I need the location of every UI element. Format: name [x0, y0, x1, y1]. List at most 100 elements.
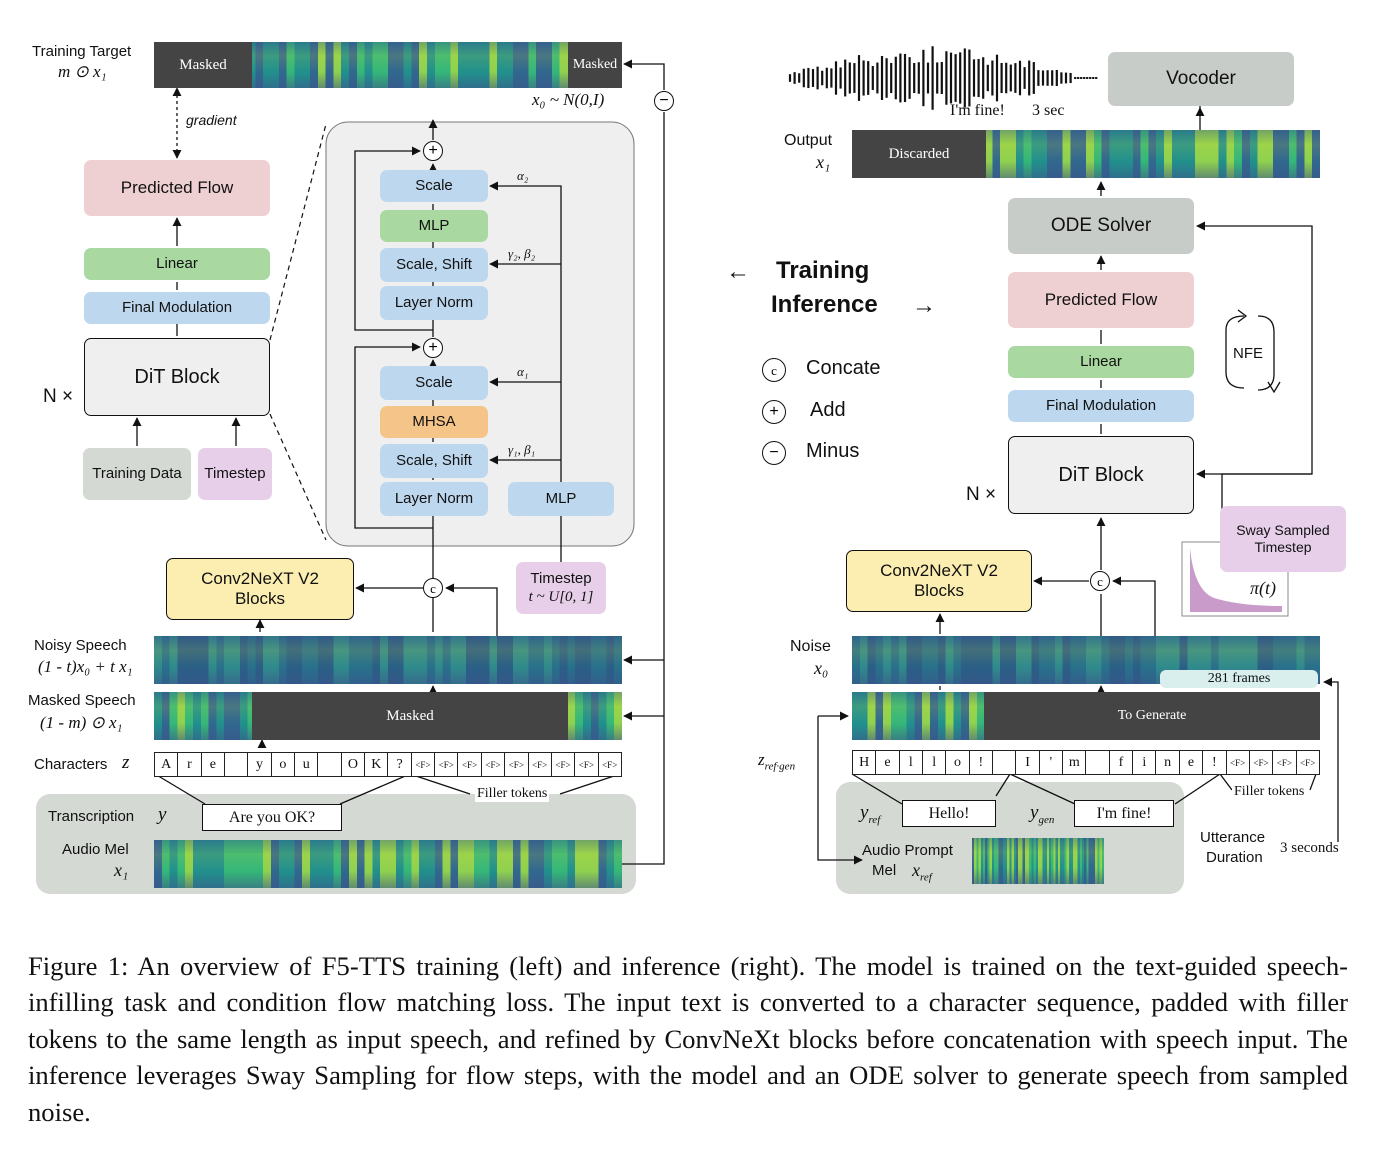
noisy-speech-label: Noisy Speech: [34, 637, 127, 654]
training-character-cell: <F>: [458, 753, 482, 776]
frames-label: 281 frames: [1160, 670, 1318, 688]
inference-conv-blocks-box: Conv2NeXT V2 Blocks: [846, 550, 1032, 612]
three-seconds-label: 3 seconds: [1280, 840, 1339, 856]
training-character-cell: <F>: [505, 753, 529, 776]
duration-label: Duration: [1206, 849, 1263, 866]
masked-right-band: Masked: [568, 42, 622, 88]
y-ref-subscript: ref: [868, 813, 881, 826]
transcription-text-box: Are you OK?: [202, 804, 342, 831]
legend-add-label: Add: [810, 399, 846, 421]
characters-symbol: z: [122, 752, 130, 773]
layer-norm-1-box: Layer Norm: [380, 482, 488, 516]
f5-tts-figure: Masked Masked Masked Discarded 281 frame…: [28, 42, 1346, 894]
training-character-cell: o: [272, 753, 296, 776]
gamma1-beta1-label: γ₁, β₁: [508, 442, 536, 457]
final-modulation-box: Final Modulation: [84, 292, 270, 324]
noise-symbol: x₀: [814, 658, 829, 678]
scale-1-box: Scale: [380, 366, 488, 400]
y-gen-symbol: y: [1030, 802, 1039, 823]
waveform-duration: 3 sec: [1032, 102, 1065, 119]
training-filler-tokens-label: Filler tokens: [475, 786, 550, 802]
legend-minus-label: Minus: [806, 440, 860, 462]
inference-character-cell: I: [1016, 751, 1040, 774]
add-symbol-top: +: [423, 141, 443, 161]
output-label: Output: [784, 132, 833, 149]
n-times-label: N ×: [43, 386, 74, 407]
inference-predicted-flow-box: Predicted Flow: [1008, 272, 1194, 328]
masked-expression: (1 - m) ⊙ x₁: [40, 713, 123, 732]
layer-norm-2-box: Layer Norm: [380, 286, 488, 320]
dit-block-box: DiT Block: [84, 338, 270, 416]
training-character-cell: ?: [388, 753, 412, 776]
masked-left-band: Masked: [154, 42, 252, 88]
audio-mel-symbol: x₁: [114, 860, 129, 880]
concat-symbol: c: [423, 578, 443, 598]
training-target-label: Training Target: [32, 43, 132, 60]
inference-character-cell: ': [1040, 751, 1064, 774]
add-symbol-bottom: +: [423, 338, 443, 358]
training-character-cell: u: [295, 753, 319, 776]
transcription-symbol: y: [158, 804, 167, 825]
ode-solver-box: ODE Solver: [1008, 198, 1194, 254]
discarded-band: Discarded: [852, 130, 986, 178]
training-character-cell: K: [365, 753, 389, 776]
legend-right-arrow: →: [912, 292, 936, 319]
alpha1-label: α₁: [517, 364, 529, 379]
legend-left-arrow: ←: [726, 258, 750, 285]
y-ref-symbol: y: [860, 802, 869, 823]
z-ref-gen-label: zref·gen: [758, 750, 795, 772]
timestep-sample-expr: t ~ U[0, 1]: [528, 589, 594, 605]
inference-character-cell: [1086, 751, 1110, 774]
characters-label: Characters: [34, 756, 108, 773]
training-character-cell: <F>: [552, 753, 576, 776]
masked-speech-band: Masked: [252, 692, 568, 740]
training-character-cell: O: [342, 753, 366, 776]
pi-t-label: π(t): [1250, 578, 1277, 598]
timestep-box: Timestep: [198, 448, 272, 500]
inference-concat-symbol: c: [1090, 571, 1110, 591]
training-character-cell: <F>: [602, 759, 618, 770]
masked-speech-label: Masked Speech: [28, 692, 136, 709]
inference-character-cell: m: [1063, 751, 1087, 774]
scale-shift-1-box: Scale, Shift: [380, 444, 488, 478]
noisy-expression: (1 - t)x₀ + t x₁: [38, 657, 133, 676]
legend-training: Training: [776, 257, 870, 284]
legend-minus-icon: −: [762, 441, 786, 465]
training-character-cell: y: [248, 753, 272, 776]
mel-label: Mel: [872, 862, 897, 879]
legend-concat-label: Concate: [806, 357, 881, 379]
x-ref-label: xref: [912, 860, 932, 884]
transcription-label: Transcription: [48, 808, 135, 825]
vocoder-box: Vocoder: [1108, 52, 1294, 106]
inference-character-cell: H: [853, 751, 877, 774]
inference-character-cell: !: [970, 751, 994, 774]
y-ref-text-box: Hello!: [902, 800, 996, 827]
mlp-box: MLP: [380, 210, 488, 242]
y-gen-text-box: I'm fine!: [1074, 800, 1174, 827]
inference-character-cell: !: [1203, 751, 1227, 774]
x-ref-subscript: ref: [920, 871, 932, 884]
inference-character-cell: <F>: [1250, 751, 1274, 774]
output-symbol: x₁: [816, 152, 831, 172]
inference-character-cell: i: [1133, 751, 1157, 774]
scale-2-box: Scale: [380, 170, 488, 202]
minus-symbol: −: [654, 91, 674, 111]
inference-character-cell: e: [1180, 751, 1204, 774]
legend-inference: Inference: [771, 291, 878, 318]
gradient-label: gradient: [186, 112, 237, 128]
z-subscript: ref·gen: [764, 760, 796, 773]
sway-timestep-box: Sway Sampled Timestep: [1220, 506, 1346, 572]
x-ref-symbol: x: [912, 860, 920, 880]
nfe-label: NFE: [1233, 345, 1263, 362]
inference-character-cell: <F>: [1227, 751, 1250, 774]
inference-n-times-label: N ×: [966, 484, 997, 505]
training-character-cell: A: [155, 753, 179, 776]
conv-blocks-box: Conv2NeXT V2 Blocks: [166, 558, 354, 620]
training-character-cell: [225, 753, 249, 776]
alpha2-label: α₂: [517, 168, 529, 183]
inference-dit-block-box: DiT Block: [1008, 436, 1194, 514]
linear-box: Linear: [84, 248, 270, 280]
waveform-caption: I'm fine!: [950, 102, 1005, 119]
audio-mel-spectrogram: [154, 840, 622, 888]
